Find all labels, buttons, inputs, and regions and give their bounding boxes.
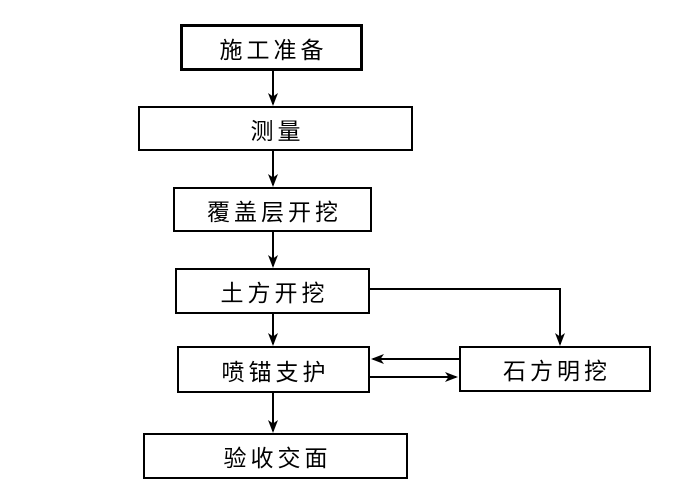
- flow-node-construction-preparation: 施工准备: [180, 24, 363, 71]
- flow-node-acceptance-handover: 验收交面: [143, 433, 408, 479]
- flow-node-survey: 测量: [138, 106, 413, 151]
- flow-node-open-rock-excavation: 石方明挖: [459, 346, 651, 392]
- flow-node-shotcrete-anchor-support: 喷锚支护: [177, 346, 370, 393]
- flow-node-earthwork-excavation: 土方开挖: [175, 268, 370, 314]
- edge-earthwork-to-rock: [370, 288, 565, 346]
- flow-node-overburden-excavation: 覆盖层开挖: [173, 187, 372, 232]
